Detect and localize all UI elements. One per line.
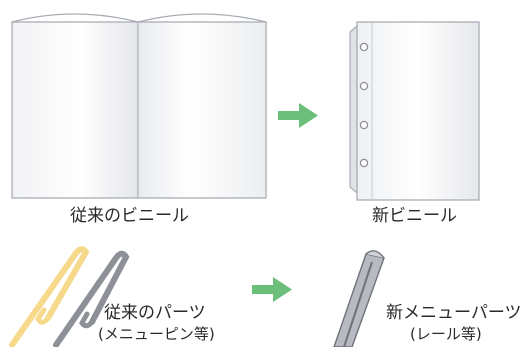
menu-pin-yellow-icon	[9, 246, 90, 347]
old-vinyl-label: 従来のビニール	[70, 206, 189, 226]
arrow-right-icon	[278, 103, 318, 128]
old-parts-label: 従来のパーツ	[104, 303, 206, 323]
arrow-right-icon	[252, 277, 292, 302]
new-vinyl-label: 新ビニール	[372, 206, 457, 226]
punch-hole	[359, 42, 369, 52]
new-parts-sublabel: (レール等)	[410, 325, 482, 343]
punch-hole	[359, 120, 369, 130]
new-parts-label: 新メニューパーツ	[386, 303, 522, 323]
old-vinyl-sleeve-illustration	[11, 13, 267, 199]
punch-hole	[359, 81, 369, 91]
punch-hole	[359, 158, 369, 168]
new-vinyl-sheet-illustration	[349, 21, 480, 201]
menu-pin-gray-icon	[53, 250, 130, 347]
old-parts-sublabel: (メニューピン等)	[98, 325, 215, 343]
menu-rail-icon	[333, 250, 385, 347]
